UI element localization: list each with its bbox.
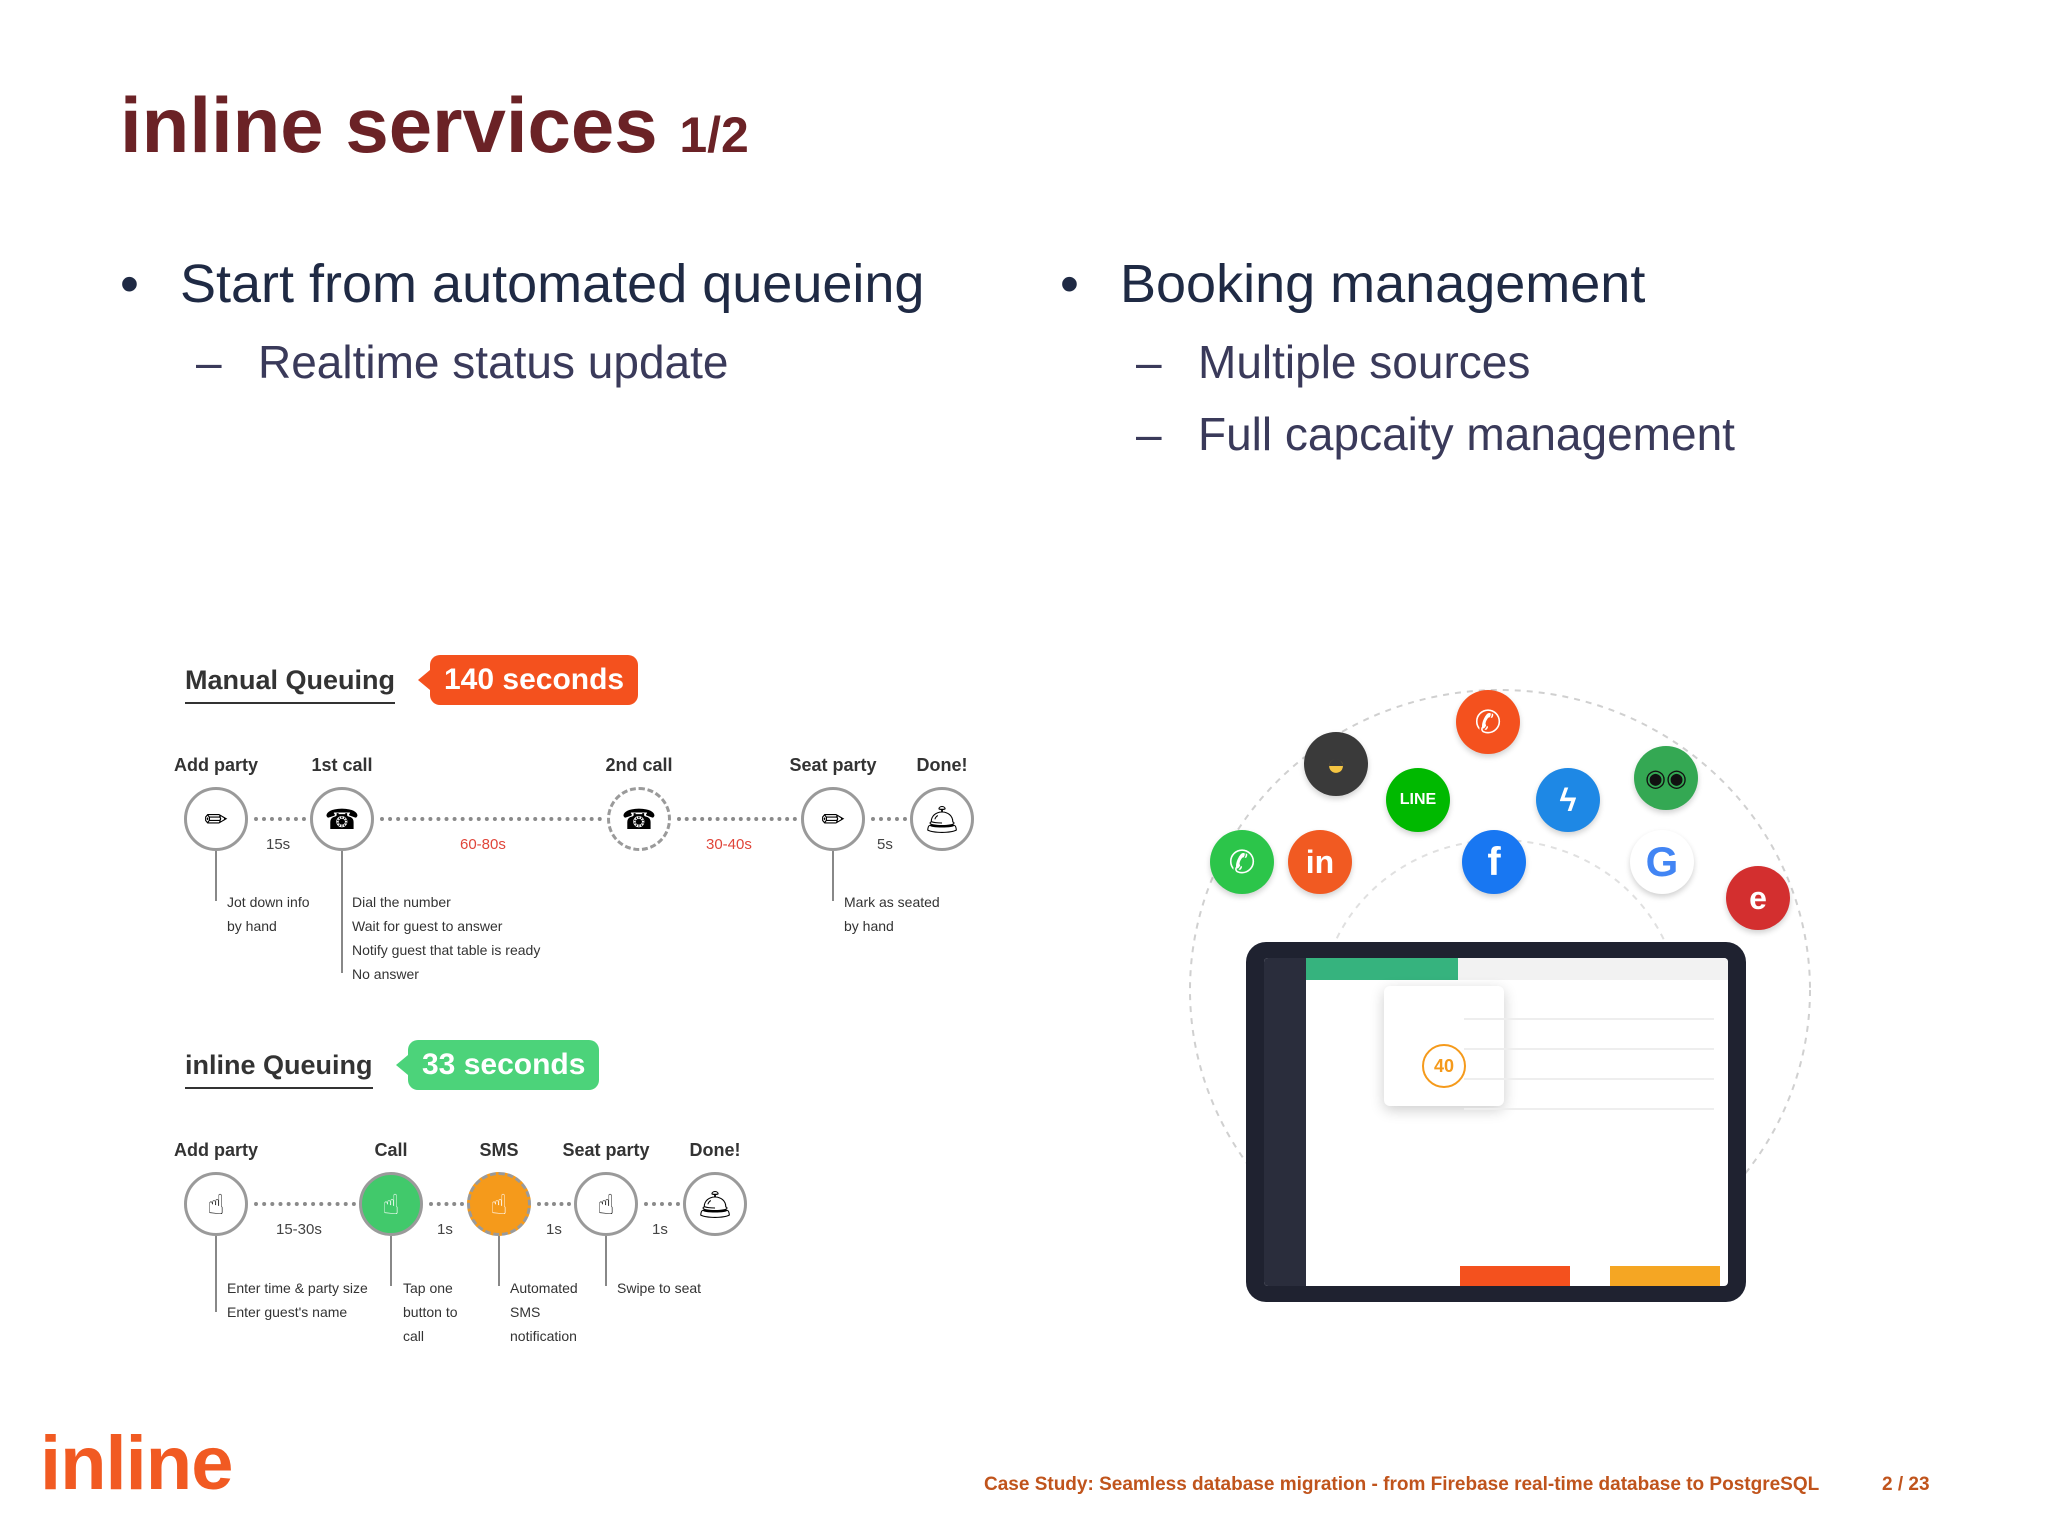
line-icon: LINE	[1386, 768, 1450, 832]
wait-counter: 40	[1422, 1044, 1466, 1088]
facebook-icon: f	[1462, 830, 1526, 894]
timeline-stem	[498, 1236, 500, 1286]
tablet-row	[1464, 1048, 1714, 1050]
tap-hand-icon: ☝	[184, 1172, 248, 1236]
inline-step-seat-party: Seat party	[562, 1140, 650, 1160]
phone-icon: ✆	[1456, 690, 1520, 754]
whatsapp-phone-icon: ✆	[1210, 830, 1274, 894]
slide-title-main: inline services	[120, 81, 658, 169]
tablet-list-header	[1306, 958, 1458, 980]
inline-note-add: Enter time & party size Enter guest's na…	[227, 1280, 368, 1320]
inline-note-call: Tap one button to call	[403, 1280, 458, 1344]
person-phone-icon: ☎	[310, 787, 374, 851]
slide-title-page: 1/2	[679, 107, 749, 163]
subbullet-realtime: – Realtime status update	[196, 336, 729, 388]
tablet-confirm-button	[1610, 1266, 1720, 1286]
tablet-topbar	[1458, 958, 1728, 980]
pencil-icon: ✏	[801, 787, 865, 851]
inline-step-call: Call	[374, 1140, 408, 1160]
inline-step-add-party: Add party	[173, 1140, 258, 1160]
footer-caption: Case Study: Seamless database migration …	[984, 1474, 1820, 1495]
timeline-stem	[215, 1236, 217, 1312]
inline-connector	[429, 1202, 464, 1206]
page-number: 2 / 23	[1882, 1474, 1930, 1495]
service-bell-icon: 🛎	[683, 1172, 747, 1236]
manual-connector	[380, 817, 602, 821]
tap-sms-icon: ☝	[467, 1172, 531, 1236]
tablet-cancel-button	[1460, 1266, 1570, 1286]
inline-note-sms: Automated SMS notification	[510, 1280, 578, 1344]
left-bullet-list: • Start from automated queueing – Realti…	[120, 248, 924, 398]
manual-duration: 60-80s	[460, 836, 506, 853]
manual-queuing-heading: Manual Queuing	[185, 665, 396, 704]
service-bell-icon: 🛎	[910, 787, 974, 851]
tripadvisor-icon: ◉◉	[1634, 746, 1698, 810]
manual-step-1st-call: 1st call	[311, 755, 373, 775]
tablet-row	[1464, 1108, 1714, 1110]
inline-note-seat: Swipe to seat	[617, 1280, 702, 1296]
messenger-icon: ϟ	[1536, 768, 1600, 832]
timeline-stem	[390, 1236, 392, 1286]
tap-call-icon: ☝	[359, 1172, 423, 1236]
person-phone-icon: ☎	[607, 787, 671, 851]
manual-duration: 15s	[266, 836, 291, 853]
tablet-screen: 40	[1264, 958, 1728, 1286]
subbullet-capacity: – Full capcaity management	[1136, 408, 1735, 460]
inline-duration: 1s	[546, 1221, 562, 1238]
manual-connector	[871, 817, 907, 821]
inline-step-sms: SMS	[479, 1140, 519, 1160]
eatigo-icon: e	[1726, 866, 1790, 930]
manual-step-add-party: Add party	[173, 755, 258, 775]
manual-connector	[677, 817, 797, 821]
tablet-device: 40	[1246, 942, 1746, 1302]
tablet-row	[1464, 1018, 1714, 1020]
bullet-booking: • Booking management	[1060, 254, 1646, 314]
timeline-stem	[832, 851, 834, 901]
inline-time-badge: 33 seconds	[395, 1040, 600, 1090]
manual-note-seat: Mark as seated by hand	[844, 894, 940, 934]
manual-step-seat-party: Seat party	[789, 755, 877, 775]
timeline-stem	[215, 851, 217, 901]
bullet-queueing: • Start from automated queueing	[120, 254, 925, 314]
manual-time-badge: 140 seconds	[417, 655, 639, 705]
manual-note-call: Dial the number Wait for guest to answer…	[352, 894, 541, 982]
inline-connector	[537, 1202, 571, 1206]
inline-duration: 1s	[437, 1221, 453, 1238]
inline-connector	[254, 1202, 356, 1206]
inline-logo: inline	[40, 1421, 233, 1506]
timeline-stem	[341, 851, 343, 973]
manual-duration: 5s	[877, 836, 893, 853]
inline-step-done: Done!	[689, 1140, 741, 1160]
inline-connector	[644, 1202, 680, 1206]
slide-title: inline services 1/2	[120, 80, 749, 180]
swipe-hand-icon: ☝	[574, 1172, 638, 1236]
manual-connector	[254, 817, 306, 821]
inline-duration: 15-30s	[276, 1221, 322, 1238]
inline-duration: 1s	[652, 1221, 668, 1238]
google-icon: G	[1630, 830, 1694, 894]
pencil-icon: ✏	[184, 787, 248, 851]
manual-step-done: Done!	[916, 755, 968, 775]
manual-step-2nd-call: 2nd call	[605, 755, 673, 775]
tablet-row	[1464, 1078, 1714, 1080]
right-bullet-list: • Booking management – Multiple sources …	[1060, 248, 1735, 470]
tablet-sidebar	[1264, 958, 1306, 1286]
subbullet-multiple-sources: – Multiple sources	[1136, 336, 1531, 388]
inline-icon: in	[1288, 830, 1352, 894]
timeline-stem	[605, 1236, 607, 1286]
booking-sources-illustration: ✆ ◒ LINE ϟ ◉◉ ✆ in f G e 40	[1180, 680, 1820, 1320]
tablet-popup: 40	[1384, 986, 1504, 1106]
inline-queuing-heading: inline Queuing	[185, 1050, 373, 1089]
manual-note-add: Jot down info by hand	[227, 894, 310, 934]
bowl-icon: ◒	[1304, 732, 1368, 796]
manual-duration: 30-40s	[706, 836, 752, 853]
